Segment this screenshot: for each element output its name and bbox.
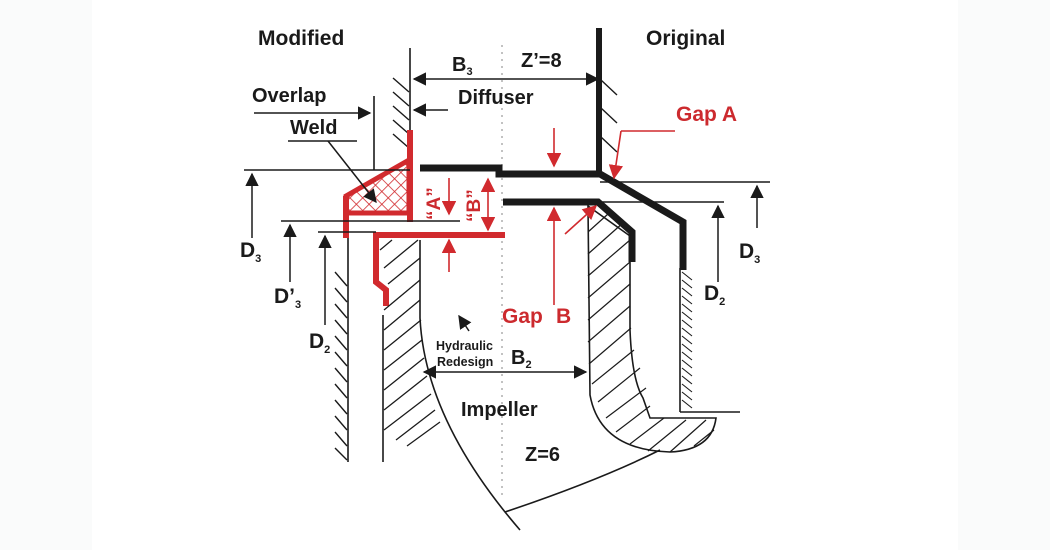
b-quote-label: “B” (464, 189, 485, 222)
right-hub-hatching (587, 213, 715, 453)
b3-label: B3 (452, 54, 473, 78)
z-prime-label: Z’=8 (521, 50, 562, 72)
diagram-panel (92, 0, 958, 550)
modified-label: Modified (258, 27, 344, 50)
gap-b-label-2: B (556, 305, 571, 328)
b2-label: B2 (511, 347, 532, 371)
d3-left-label: D3 (240, 239, 261, 265)
impeller-label: Impeller (461, 399, 538, 421)
original-diffuser (419, 28, 740, 531)
a-quote-label: “A” (424, 187, 445, 220)
overlap-label: Overlap (252, 85, 326, 107)
gap-arrows (441, 128, 675, 305)
hydraulic-label-2: Redesign (437, 355, 493, 369)
d3-prime-label: D’3 (274, 285, 301, 311)
gap-a-label: Gap A (676, 103, 737, 126)
impeller-z-label: Z=6 (525, 444, 560, 466)
right-dimensions (592, 181, 770, 282)
hydraulic-label-1: Hydraulic (436, 339, 493, 353)
gap-b-label-1: Gap (502, 305, 543, 328)
weld-region (343, 155, 412, 216)
d2-left-label: D2 (309, 330, 330, 356)
d3-right-label: D3 (739, 240, 760, 266)
d2-right-label: D2 (704, 282, 725, 308)
diffuser-label: Diffuser (458, 87, 534, 109)
weld-label: Weld (290, 117, 337, 139)
original-label: Original (646, 27, 725, 50)
left-dimensions (244, 72, 600, 379)
modified-structure (334, 48, 505, 462)
